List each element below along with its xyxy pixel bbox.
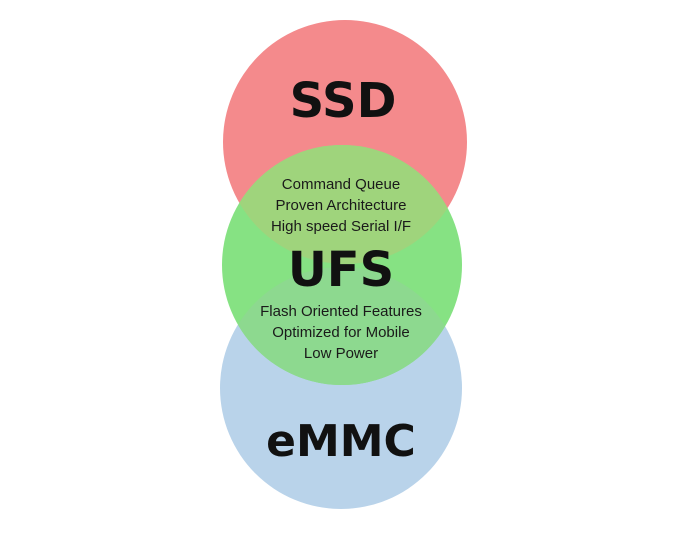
emmc-label: eMMC xyxy=(266,416,416,467)
ssd-ufs-overlap xyxy=(223,145,462,264)
ufs-emmc-feature-2: Optimized for Mobile xyxy=(272,324,410,341)
ssd-label: SSD xyxy=(290,73,397,129)
ufs-emmc-feature-1: Flash Oriented Features xyxy=(260,303,422,320)
ufs-label: UFS xyxy=(288,242,394,298)
ufs-emmc-overlap xyxy=(222,267,462,385)
ufs-emmc-feature-3: Low Power xyxy=(304,345,378,362)
ssd-ufs-feature-2: Proven Architecture xyxy=(276,197,407,214)
ssd-ufs-feature-1: Command Queue xyxy=(282,176,400,193)
ssd-ufs-feature-3: High speed Serial I/F xyxy=(271,218,411,235)
